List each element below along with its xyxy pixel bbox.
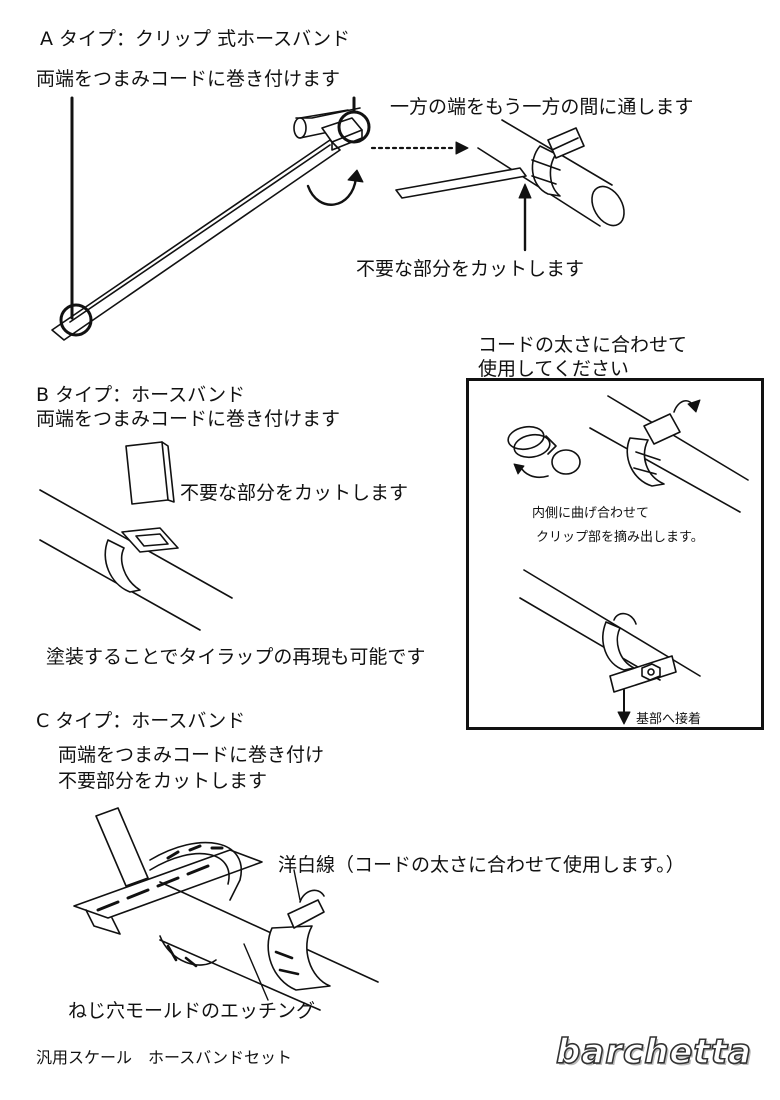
section-c-note-etch: ねじ穴モールドのエッチング (68, 1000, 316, 1022)
clip-band-strip-drawing (51, 107, 363, 341)
highlight-circle (59, 303, 93, 337)
section-a-title: A タイプ：クリップ 式ホースバンド (40, 28, 351, 50)
hose-band-c-drawing (73, 807, 379, 1011)
usage-note-box (466, 378, 764, 730)
section-b-note-cut: 不要な部分をカットします (180, 482, 409, 504)
product-name: 汎用スケール ホースバンドセット (36, 1048, 293, 1067)
hose-band-drawing (39, 441, 233, 631)
inset-caption: 内側に曲げ合わせて (532, 506, 650, 521)
section-b-instruction: 両端をつまみコードに巻き付けます (36, 408, 341, 430)
leader-line (293, 869, 301, 901)
rotate-arrow (306, 176, 358, 206)
clip-band-on-pipe-drawing (395, 119, 625, 227)
section-c-title: C タイプ：ホースバンド (36, 710, 246, 732)
section-b-title: B タイプ：ホースバンド (36, 384, 246, 406)
inset-caption-base: 基部へ接着 (636, 712, 702, 727)
section-a-instruction: 両端をつまみコードに巻き付けます (36, 68, 341, 90)
section-c-note-wire: 洋白線（コードの太さに合わせて使用します。） (278, 854, 685, 876)
section-a-note-cut: 不要な部分をカットします (356, 258, 585, 280)
section-a-note-through: 一方の端をもう一方の間に通します (390, 96, 694, 118)
inset-heading-2: 使用してください (478, 358, 629, 380)
inset-wire-clip-drawing (507, 395, 749, 513)
inset-caption-2: クリップ部を摘み出します。 (536, 530, 704, 545)
section-c-instruction: 両端をつまみコードに巻き付け (58, 744, 325, 766)
inset-heading: コードの太さに合わせて (478, 334, 688, 356)
brand-logo: barchetta (555, 1031, 752, 1073)
section-c-instruction-2: 不要部分をカットします (58, 770, 268, 792)
section-b-note-paint: 塗装することでタイラップの再現も可能です (46, 646, 426, 668)
inset-base-mount-drawing (519, 569, 701, 725)
leader-line (243, 943, 269, 1001)
